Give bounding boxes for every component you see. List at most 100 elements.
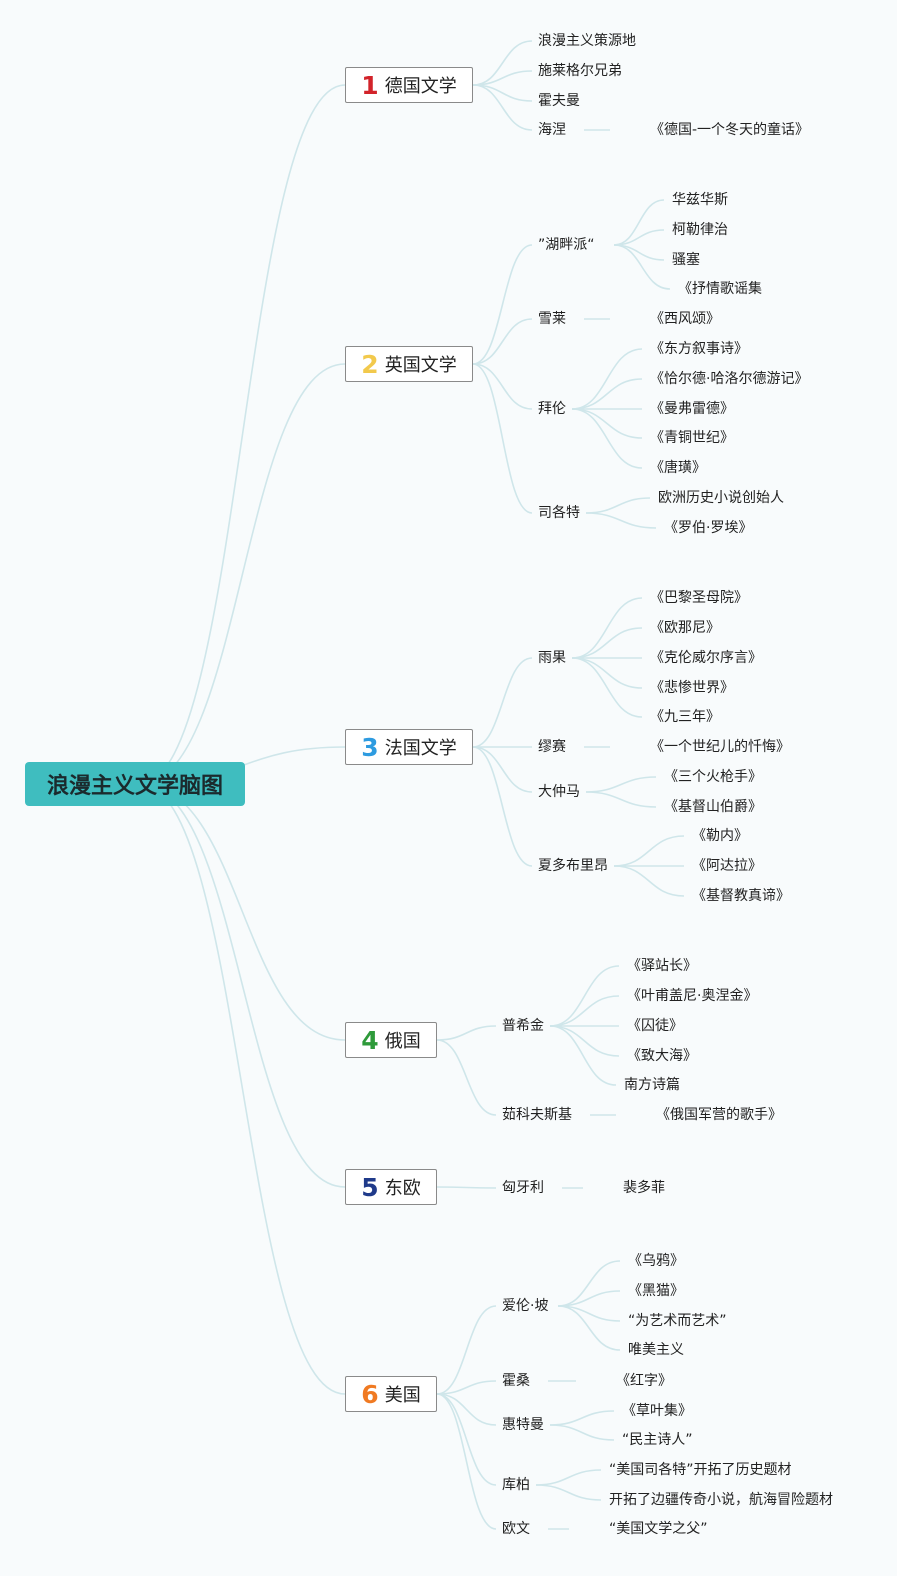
branch-to-leaf-line <box>549 1424 615 1441</box>
branch-node[interactable]: 施莱格尔兄弟 <box>538 63 622 79</box>
branch-node[interactable]: 茹科夫斯基 <box>502 1107 572 1123</box>
leaf-node[interactable]: 《悲惨世界》 <box>650 680 734 696</box>
leaf-node[interactable]: 《德国-一个冬天的童话》 <box>650 122 810 138</box>
leaf-node[interactable]: 《三个火枪手》 <box>664 769 762 785</box>
leaf-node[interactable]: “美国文学之父” <box>609 1521 708 1537</box>
leaf-node[interactable]: 《青铜世纪》 <box>650 430 734 446</box>
leaf-node[interactable]: 《一个世纪儿的忏悔》 <box>650 739 790 755</box>
branch-node[interactable]: 库柏 <box>502 1477 530 1493</box>
branch-node[interactable]: 普希金 <box>502 1018 544 1034</box>
leaf-node[interactable]: 欧洲历史小说创始人 <box>658 490 784 506</box>
category-label: 俄国 <box>384 1031 421 1052</box>
root-to-category-line <box>139 84 346 785</box>
branch-to-leaf-line <box>535 1484 602 1501</box>
leaf-node[interactable]: “美国司各特”开拓了历史题材 <box>609 1462 792 1478</box>
category-to-branch-line <box>436 1305 497 1395</box>
category-to-branch-line <box>472 84 533 131</box>
category-to-branch-line <box>436 1025 497 1041</box>
category-label: 东欧 <box>384 1178 421 1199</box>
leaf-node[interactable]: 《黑猫》 <box>628 1283 684 1299</box>
leaf-node[interactable]: “为艺术而艺术” <box>628 1313 727 1329</box>
branch-node[interactable]: 霍夫曼 <box>538 93 580 109</box>
leaf-node[interactable]: 《东方叙事诗》 <box>650 341 748 357</box>
leaf-node[interactable]: 《抒情歌谣集 <box>678 281 762 297</box>
branch-node[interactable]: 夏多布里昂 <box>538 858 608 874</box>
root-to-category-line <box>139 783 346 1041</box>
root-to-category-line <box>139 783 346 1188</box>
branch-to-leaf-line <box>571 348 643 410</box>
root-to-category-line <box>139 363 346 785</box>
branch-to-leaf-line <box>585 791 657 808</box>
category-label: 美国 <box>384 1385 421 1406</box>
leaf-node[interactable]: 南方诗篇 <box>624 1077 680 1093</box>
leaf-node[interactable]: 《囚徒》 <box>627 1018 683 1034</box>
leaf-node[interactable]: 《罗伯·罗埃》 <box>664 520 753 536</box>
leaf-node[interactable]: 《致大海》 <box>627 1048 697 1064</box>
branch-node[interactable]: 爱伦·坡 <box>502 1298 549 1314</box>
branch-node[interactable]: 司各特 <box>538 505 580 521</box>
branch-to-leaf-line <box>549 1410 615 1426</box>
leaf-node[interactable]: 《九三年》 <box>650 709 720 725</box>
leaf-node[interactable]: 开拓了边疆传奇小说，航海冒险题材 <box>609 1492 833 1508</box>
leaf-node[interactable]: 裴多菲 <box>623 1180 665 1196</box>
leaf-node[interactable]: 《驿站长》 <box>627 958 697 974</box>
branch-node[interactable]: 霍桑 <box>502 1373 530 1389</box>
category-to-branch-line <box>436 1039 497 1116</box>
branch-node[interactable]: 惠特曼 <box>502 1417 544 1433</box>
leaf-node[interactable]: 《基督教真谛》 <box>692 888 790 904</box>
branch-node[interactable]: 匈牙利 <box>502 1180 544 1196</box>
branch-node[interactable]: 浪漫主义策源地 <box>538 33 636 49</box>
leaf-node[interactable]: 《唐璜》 <box>650 460 706 476</box>
branch-node[interactable]: ”湖畔派“ <box>538 237 595 253</box>
leaf-node[interactable]: 《巴黎圣母院》 <box>650 590 748 606</box>
leaf-node[interactable]: “民主诗人” <box>622 1432 693 1448</box>
branch-node[interactable]: 拜伦 <box>538 401 566 417</box>
leaf-node[interactable]: 《欧那尼》 <box>650 620 720 636</box>
branch-to-leaf-line <box>571 627 643 659</box>
leaf-node[interactable]: 华兹华斯 <box>672 192 728 208</box>
branch-to-leaf-line <box>613 199 665 246</box>
category-number: 1 <box>361 70 379 100</box>
leaf-node[interactable]: 《克伦威尔序言》 <box>650 650 762 666</box>
branch-node[interactable]: 大仲马 <box>538 784 580 800</box>
category-to-branch-line <box>472 244 533 365</box>
category-number: 4 <box>361 1025 379 1055</box>
leaf-node[interactable]: 《阿达拉》 <box>692 858 762 874</box>
branch-to-leaf-line <box>549 1025 617 1086</box>
leaf-node[interactable]: 《红字》 <box>616 1373 672 1389</box>
category-to-branch-line <box>472 40 533 86</box>
branch-node[interactable]: 缪赛 <box>538 739 566 755</box>
leaf-node[interactable]: 《俄国军营的歌手》 <box>656 1107 782 1123</box>
leaf-node[interactable]: 《恰尔德·哈洛尔德游记》 <box>650 371 809 387</box>
root-node[interactable]: 浪漫主义文学脑图 <box>25 762 245 806</box>
leaf-node[interactable]: 唯美主义 <box>628 1342 684 1358</box>
leaf-node[interactable]: 《曼弗雷德》 <box>650 401 734 417</box>
branch-node[interactable]: 雨果 <box>538 650 566 666</box>
branch-node[interactable]: 海涅 <box>538 122 566 138</box>
branch-to-leaf-line <box>571 378 643 410</box>
branch-node[interactable]: 欧文 <box>502 1521 530 1537</box>
category-label: 德国文学 <box>384 76 457 97</box>
category-number: 3 <box>361 732 379 762</box>
leaf-node[interactable]: 《草叶集》 <box>622 1403 692 1419</box>
leaf-node[interactable]: 《勒内》 <box>692 828 748 844</box>
branch-node[interactable]: 雪莱 <box>538 311 566 327</box>
leaf-node[interactable]: 《基督山伯爵》 <box>664 799 762 815</box>
branch-to-leaf-line <box>571 597 643 659</box>
branch-to-leaf-line <box>613 865 685 897</box>
leaf-node[interactable]: 《西风颂》 <box>650 311 720 327</box>
leaf-node[interactable]: 《乌鸦》 <box>628 1253 684 1269</box>
category-to-branch-line <box>472 657 533 748</box>
category-number: 2 <box>361 349 379 379</box>
category-to-branch-line <box>436 1393 497 1486</box>
leaf-node[interactable]: 柯勒律治 <box>672 222 728 238</box>
leaf-node[interactable]: 《叶甫盖尼·奥涅金》 <box>627 988 758 1004</box>
leaf-node[interactable]: 骚塞 <box>672 252 700 268</box>
